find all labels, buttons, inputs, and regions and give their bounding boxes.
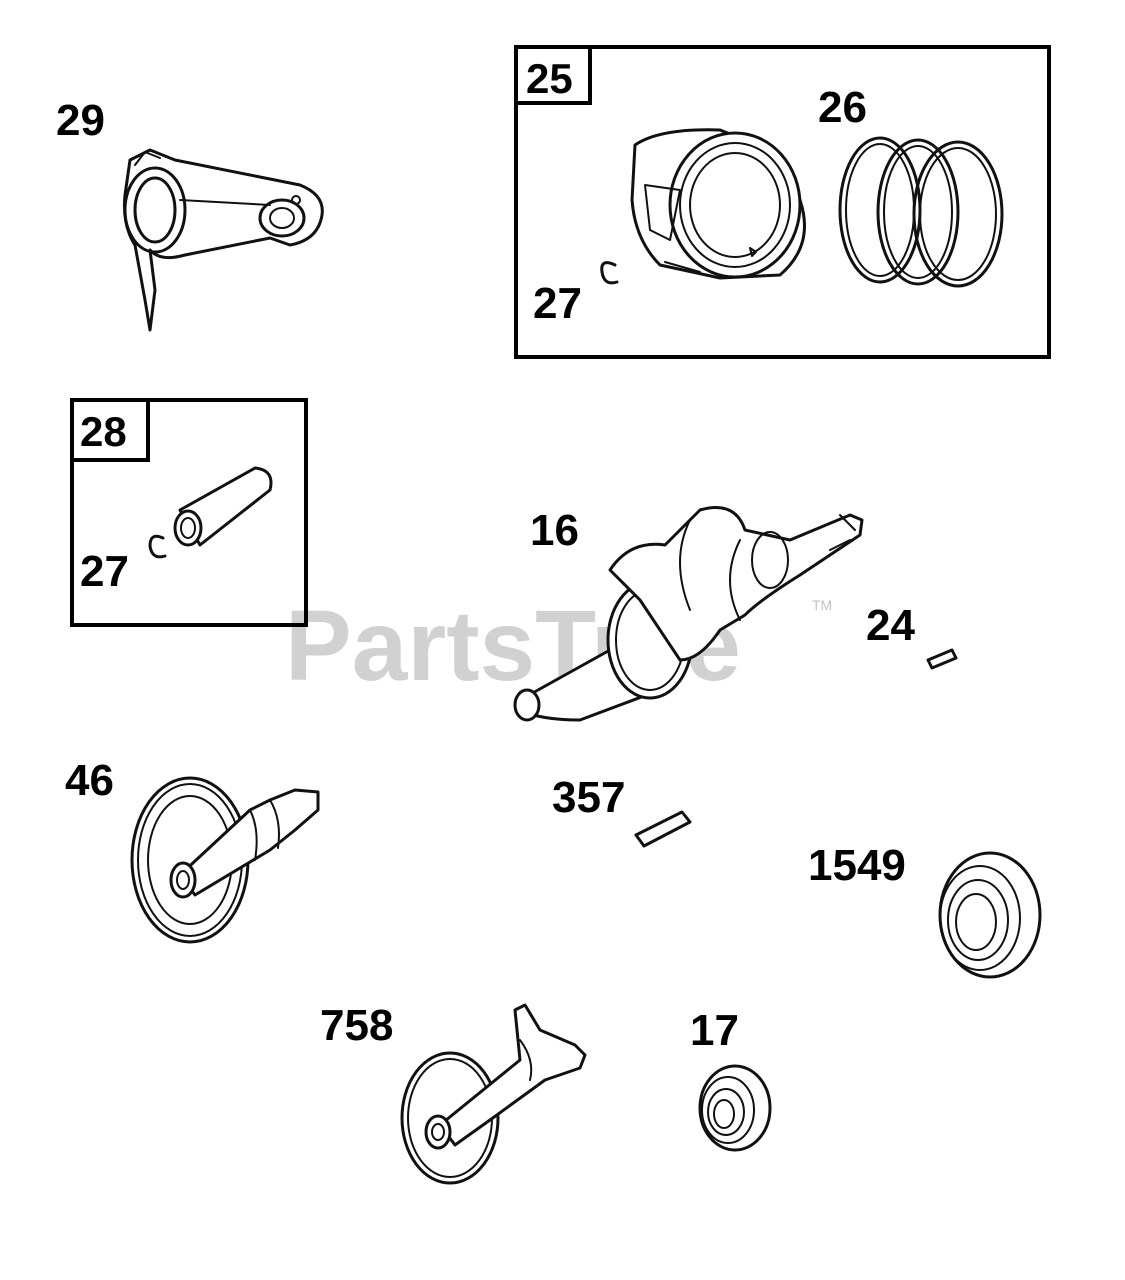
balance-shaft-part[interactable] (400, 1003, 587, 1185)
label-camshaft: 46 (65, 756, 114, 805)
label-key-357: 357 (552, 773, 625, 822)
bearing-1549-part[interactable] (938, 851, 1042, 979)
label-balance-shaft: 758 (320, 1001, 393, 1050)
label-retainer-pin: 27 (80, 547, 129, 596)
label-connecting-rod: 29 (56, 96, 105, 145)
connecting-rod-part[interactable] (123, 148, 324, 332)
box-piston-pin (70, 398, 308, 627)
box-piston-assembly (514, 45, 1051, 359)
key-357-part[interactable] (634, 810, 692, 848)
piston-rings-part[interactable] (838, 136, 1004, 288)
box-25-label: 25 (526, 55, 573, 102)
label-crankshaft: 16 (530, 506, 579, 555)
label-bearing-17: 17 (690, 1006, 739, 1055)
box-piston-pin-tag (70, 398, 150, 462)
crankshaft-part[interactable] (513, 506, 864, 722)
piston-part[interactable] (630, 128, 806, 280)
camshaft-part[interactable] (130, 776, 320, 944)
box-28-label: 28 (80, 408, 127, 455)
box-piston-assembly-tag (514, 45, 592, 105)
label-key: 24 (866, 601, 915, 650)
label-retainer-piston: 27 (533, 279, 582, 328)
piston-pin-part[interactable] (173, 466, 273, 547)
watermark-tm: TM (812, 597, 832, 613)
retainer-clip-part[interactable] (600, 261, 619, 285)
bearing-17-part[interactable] (698, 1064, 772, 1152)
label-bearing-1549: 1549 (808, 841, 906, 890)
retainer-clip-pin-part[interactable] (148, 534, 167, 559)
key-part[interactable] (926, 648, 958, 670)
label-ring-set: 26 (818, 83, 867, 132)
